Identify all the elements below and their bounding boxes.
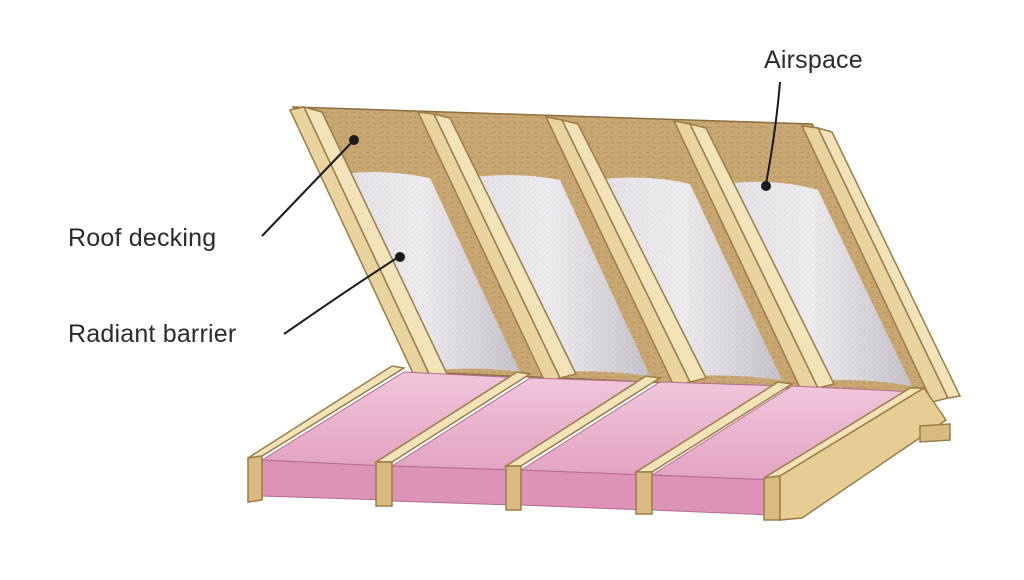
airspace-dot — [761, 181, 771, 191]
roof-decking-dot — [349, 135, 359, 145]
rafters — [288, 105, 962, 403]
ceiling-joists — [247, 365, 951, 521]
radiant-barrier-label: Radiant barrier — [68, 320, 237, 348]
callout-leaders — [261, 81, 781, 335]
radiant-barrier-leader — [283, 255, 401, 335]
joist-end-block — [779, 386, 948, 521]
rafter — [688, 122, 836, 389]
joist — [375, 461, 393, 507]
insulation-batt-front — [261, 459, 385, 501]
insulation-batt-front — [520, 469, 645, 511]
airspace-leader — [765, 81, 781, 185]
roof-decking-label: Roof decking — [68, 224, 217, 252]
top-plate — [919, 423, 951, 443]
radiant-barrier-dot — [395, 252, 405, 262]
joist — [635, 471, 653, 515]
callout-dots — [349, 135, 771, 262]
roof-decking-leader — [261, 139, 355, 237]
rafter — [816, 126, 962, 399]
joist — [505, 465, 522, 511]
insulation-batt-front — [651, 474, 774, 516]
insulation-batt-front — [391, 465, 514, 506]
rafter — [560, 118, 708, 383]
joist — [247, 455, 263, 503]
airspace-label: Airspace — [764, 46, 863, 74]
rafter — [432, 112, 578, 379]
insulation — [260, 371, 920, 516]
joist — [763, 475, 781, 521]
